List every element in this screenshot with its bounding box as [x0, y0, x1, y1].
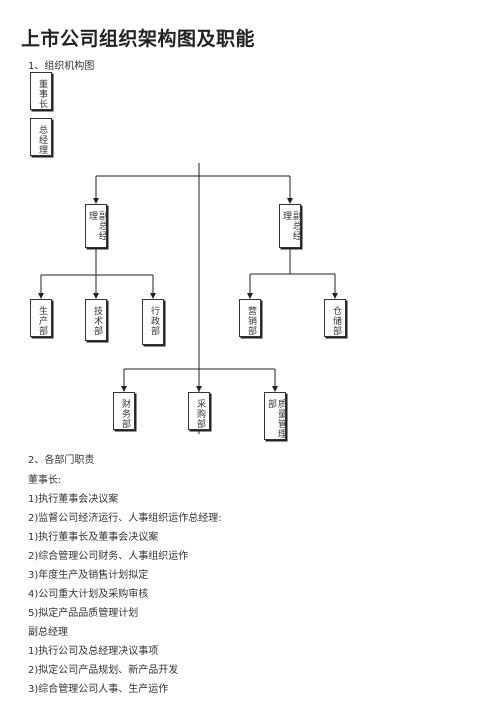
duty-line: 5)拟定产品品质管理计划 [28, 608, 139, 619]
org-box-purchasing: 采购部 [188, 392, 210, 430]
org-box-admin: 行政部 [142, 299, 164, 345]
org-box-chairman: 董事长 [30, 72, 52, 110]
org-box-technology: 技术部 [85, 299, 107, 341]
duty-line: 4)公司重大计划及采购审核 [28, 589, 149, 600]
duty-line: 副总经理 [28, 627, 68, 638]
section-heading-duties: 2、各部门职责 [28, 455, 95, 466]
duty-line: 2)拟定公司产品规划、新产品开发 [28, 665, 179, 676]
duty-line: 1)执行公司及总经理决议事项 [28, 646, 159, 657]
duty-line: 2)监督公司经济运行、人事组织运作总经理: [28, 513, 222, 524]
duty-line: 1)执行董事会决议案 [28, 494, 119, 505]
duty-line: 2)综合管理公司财务、人事组织运作 [28, 551, 189, 562]
page-title: 上市公司组织架构图及职能 [21, 28, 256, 50]
org-box-marketing: 营销部 [239, 299, 261, 337]
duty-line: 3)综合管理公司人事、生产运作 [28, 684, 169, 695]
org-box-vp-left: 副总经理 [85, 204, 107, 248]
section-heading-org-chart: 1、组织机构图 [28, 61, 95, 72]
duty-line: 3)年度生产及销售计划拟定 [28, 570, 149, 581]
org-box-general-manager: 总经理 [30, 118, 52, 156]
duty-line: 1)执行董事长及董事会决议案 [28, 532, 159, 543]
duty-line: 董事长: [28, 475, 62, 486]
org-box-vp-right: 副总经理 [279, 204, 301, 248]
org-box-warehouse: 仓储部 [324, 299, 346, 337]
org-box-production: 生产部 [30, 299, 52, 337]
org-box-finance: 财务部 [113, 392, 135, 430]
org-box-quality: 质量管理部 [264, 392, 286, 440]
